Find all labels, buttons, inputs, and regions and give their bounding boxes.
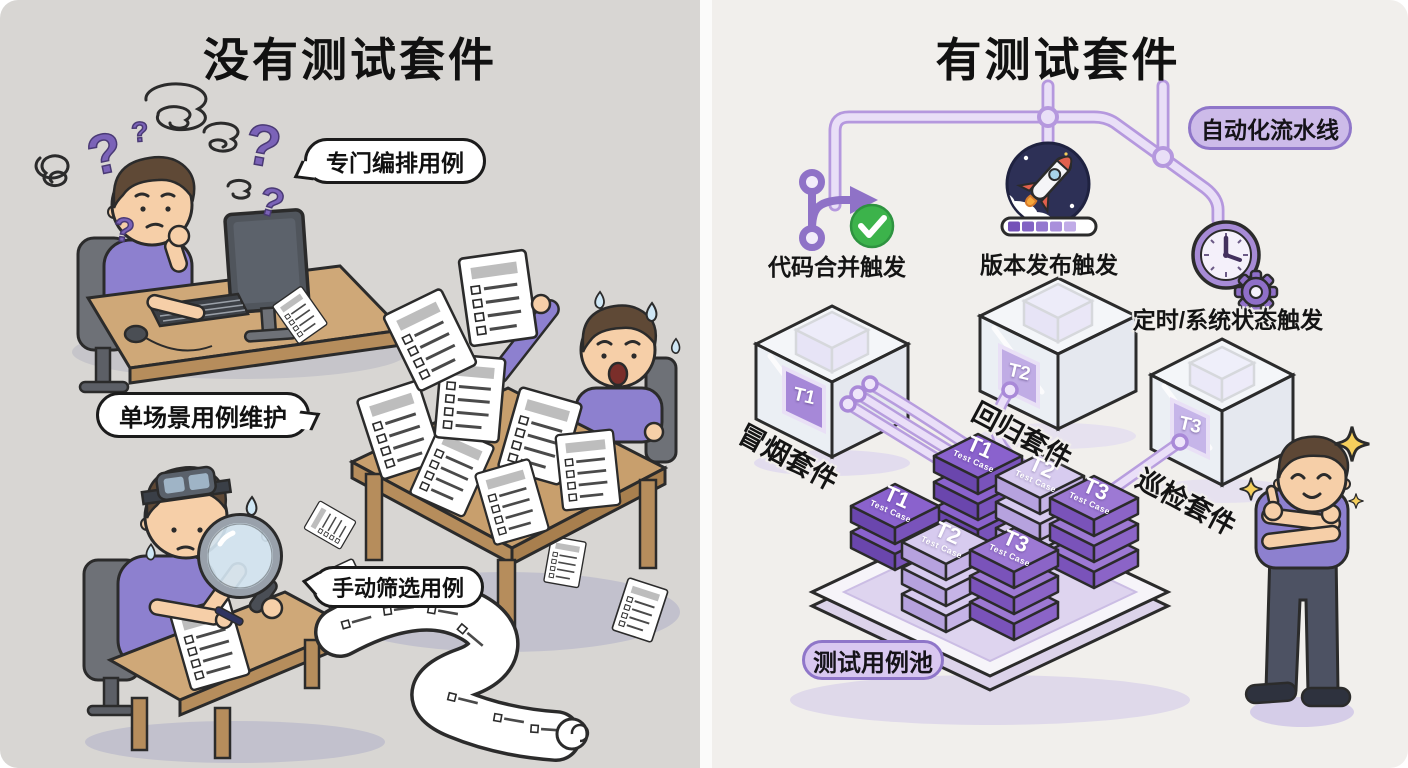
badge-text: 测试用例池 (813, 649, 933, 677)
speech-bubble-text: 单场景用例维护 (119, 404, 287, 432)
left-panel-no-test-suite (0, 0, 700, 768)
trigger-label-scheduled: 定时/系统状态触发 (1132, 307, 1324, 333)
panel-divider (700, 0, 712, 768)
speech-bubble-maintenance: 单场景用例维护 (96, 392, 321, 438)
test-case-pool-badge: 测试用例池 (802, 640, 944, 680)
right-title: 有测试套件 (935, 34, 1181, 86)
trigger-label-code-merge: 代码合并触发 (768, 254, 906, 280)
trigger-label-release: 版本发布触发 (980, 252, 1118, 278)
left-title: 没有测试套件 (203, 34, 497, 86)
speech-bubble-text: 手动筛选用例 (331, 576, 464, 601)
automation-pipeline-badge: 自动化流水线 (1188, 106, 1352, 150)
speech-bubble-orchestration: 专门编排用例 (293, 138, 486, 184)
speech-bubble-manual-filter: 手动筛选用例 (301, 566, 484, 608)
badge-text: 自动化流水线 (1201, 117, 1339, 143)
speech-bubble-text: 专门编排用例 (326, 150, 464, 176)
